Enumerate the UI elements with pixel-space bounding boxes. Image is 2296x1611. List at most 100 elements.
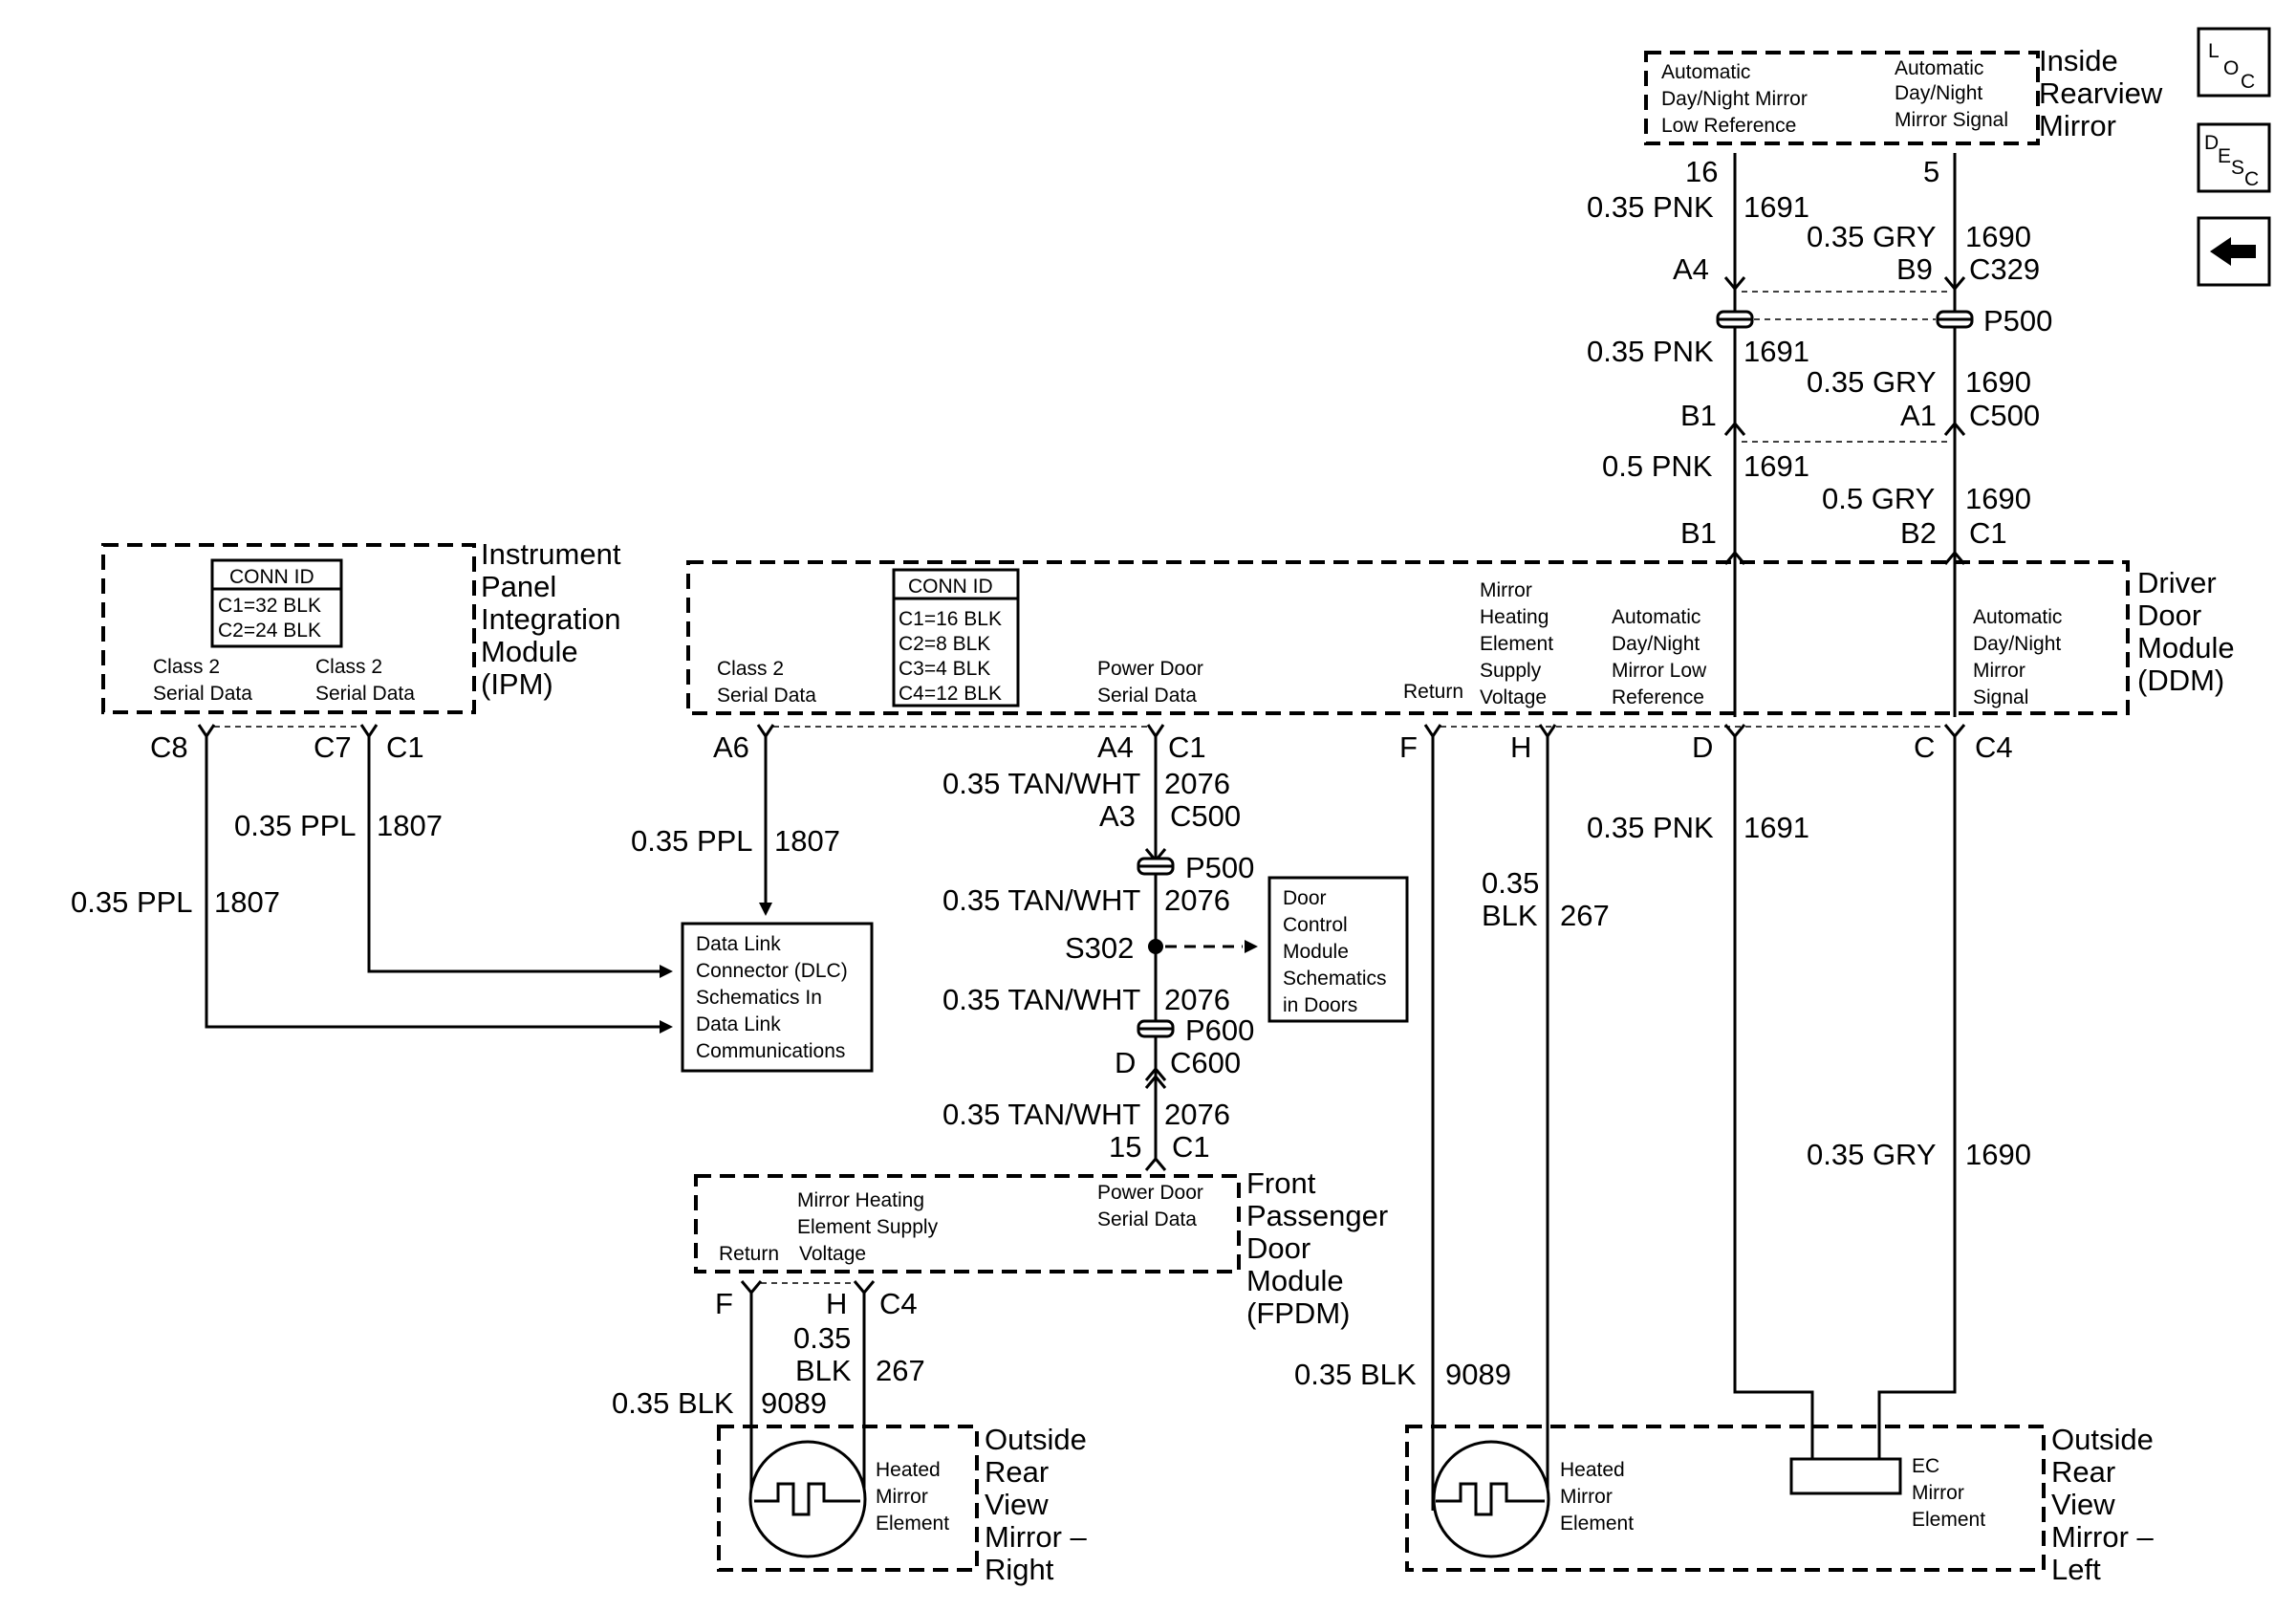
svg-text:Signal: Signal [1973,686,2028,708]
ddm-module: CONN ID C1=16 BLK C2=8 BLK C3=4 BLK C4=1… [686,560,2235,764]
svg-text:Door: Door [1246,1231,1310,1265]
svg-text:Connector (DLC): Connector (DLC) [696,960,848,982]
svg-text:Mirror: Mirror [1973,660,2025,682]
svg-text:Module: Module [481,635,578,668]
svg-text:View: View [985,1488,1049,1521]
svg-text:C8: C8 [150,730,188,764]
svg-text:0.35 BLK: 0.35 BLK [1294,1358,1417,1391]
svg-text:Serial Data: Serial Data [1097,1208,1197,1230]
fpdm-module: Mirror Heating Element Supply Voltage Re… [694,1166,1388,1330]
svg-text:C500: C500 [1969,399,2040,432]
svg-text:Data Link: Data Link [696,933,781,955]
svg-text:Element: Element [1912,1509,1985,1531]
outside-mirror-left: Heated Mirror Element EC Mirror Element … [1405,1423,2155,1586]
svg-text:Power Door: Power Door [1097,658,1203,680]
outside-mirror-right: Heated Mirror Element Outside Rear View … [717,1423,1088,1586]
svg-text:A3: A3 [1099,799,1136,833]
svg-text:Mirror: Mirror [1560,1486,1613,1508]
svg-text:F: F [1399,730,1418,764]
dlc-box: Data Link Connector (DLC) Schematics In … [681,922,874,1073]
back-button[interactable] [2197,216,2271,287]
center-wire-labels: 0.35 TAN/WHT 2076 A3 C500 P500 0.35 TAN/… [942,767,1254,1164]
svg-text:C: C [2241,71,2255,93]
svg-text:in Doors: in Doors [1283,994,1357,1016]
svg-text:C4: C4 [1975,730,2013,764]
svg-text:Right: Right [985,1553,1054,1586]
svg-text:D: D [1115,1046,1136,1079]
svg-text:Outside: Outside [985,1423,1087,1456]
svg-text:(FPDM): (FPDM) [1246,1296,1350,1330]
left-arrow-icon [2210,237,2256,266]
svg-text:C500: C500 [1170,799,1241,833]
svg-text:1690: 1690 [1965,482,2031,515]
ddm-lower-wire-labels: 0.35 BLK 267 0.35 BLK 9089 0.35 PNK 1691… [1294,811,2031,1391]
svg-text:Reference: Reference [1612,686,1704,708]
svg-text:1690: 1690 [1965,1138,2031,1171]
svg-text:1690: 1690 [1965,220,2031,253]
svg-text:Element Supply: Element Supply [797,1216,939,1238]
svg-text:1690: 1690 [1965,365,2031,399]
svg-text:B9: B9 [1896,252,1933,286]
ec-mirror-element [1789,1457,1902,1495]
svg-text:Module: Module [1246,1264,1344,1297]
svg-text:Communications: Communications [696,1040,845,1062]
svg-text:1691: 1691 [1744,449,1809,483]
svg-text:0.35 PPL: 0.35 PPL [234,809,357,842]
svg-text:A4: A4 [1673,252,1709,286]
svg-text:C4: C4 [879,1287,918,1320]
svg-text:Low Reference: Low Reference [1661,115,1796,137]
loc-button[interactable]: L O C [2197,27,2271,98]
svg-text:Rear: Rear [2051,1455,2115,1489]
svg-text:Automatic: Automatic [1895,57,1983,79]
svg-text:Serial Data: Serial Data [717,685,816,707]
ipm-wire-labels: 0.35 PPL 1807 0.35 PPL 1807 [71,809,443,919]
svg-text:D: D [2204,132,2219,154]
svg-text:Day/Night: Day/Night [1612,633,1700,655]
svg-text:Voltage: Voltage [1480,686,1547,708]
svg-text:0.5 PNK: 0.5 PNK [1602,449,1713,483]
svg-text:9089: 9089 [761,1386,827,1420]
svg-text:View: View [2051,1488,2115,1521]
svg-text:0.35 PNK: 0.35 PNK [1587,335,1714,368]
fpdm-wire-labels: 0.35 BLK 267 0.35 BLK 9089 [612,1321,925,1420]
svg-text:Supply: Supply [1480,660,1542,682]
svg-text:0.35 PNK: 0.35 PNK [1587,811,1714,844]
svg-text:Rearview: Rearview [2039,76,2163,110]
svg-text:Control: Control [1283,914,1348,936]
svg-text:Mirror –: Mirror – [985,1520,1088,1554]
svg-text:Day/Night: Day/Night [1973,633,2061,655]
svg-text:0.35 TAN/WHT: 0.35 TAN/WHT [942,767,1140,800]
svg-text:B1: B1 [1680,516,1717,550]
svg-text:Automatic: Automatic [1661,61,1750,83]
svg-text:L: L [2208,40,2220,62]
svg-text:BLK: BLK [1482,899,1538,932]
svg-text:267: 267 [876,1354,925,1387]
svg-text:S302: S302 [1065,931,1134,965]
svg-text:Mirror Low: Mirror Low [1612,660,1707,682]
svg-text:EC: EC [1912,1455,1939,1477]
svg-text:Mirror: Mirror [1480,579,1532,601]
svg-text:0.35 PPL: 0.35 PPL [71,885,193,919]
svg-text:0.5 GRY: 0.5 GRY [1822,482,1935,515]
svg-text:Driver: Driver [2137,566,2217,599]
svg-text:C1=16 BLK: C1=16 BLK [899,608,1002,630]
svg-text:267: 267 [1560,899,1610,932]
svg-text:F: F [715,1287,733,1320]
svg-text:Serial Data: Serial Data [315,683,415,705]
svg-text:Panel: Panel [481,570,556,603]
svg-text:1691: 1691 [1744,190,1809,224]
svg-text:Mirror: Mirror [2039,109,2116,142]
svg-text:Mirror Heating: Mirror Heating [797,1189,924,1211]
svg-text:Heated: Heated [876,1459,941,1481]
svg-text:Mirror: Mirror [1912,1482,1964,1504]
svg-text:Serial Data: Serial Data [1097,685,1197,707]
svg-text:A4: A4 [1097,730,1134,764]
svg-text:2076: 2076 [1164,883,1230,917]
svg-text:Rear: Rear [985,1455,1049,1489]
svg-text:Class 2: Class 2 [315,656,382,678]
desc-button[interactable]: D E S C [2197,122,2271,193]
svg-text:1691: 1691 [1744,811,1809,844]
svg-text:H: H [1510,730,1531,764]
svg-text:Front: Front [1246,1166,1316,1200]
svg-text:C: C [1914,730,1935,764]
